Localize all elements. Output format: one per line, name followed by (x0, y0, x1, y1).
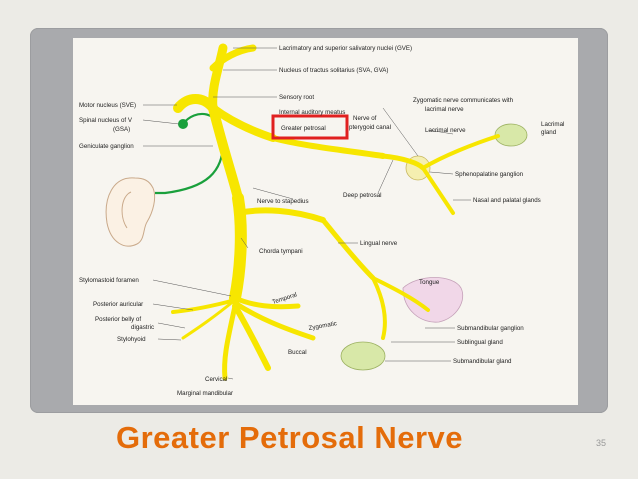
label-nerve-of-pterygoid-2: pterygoid canal (349, 124, 391, 131)
label-zygomatic-communicates-2: lacrimal nerve (425, 106, 464, 113)
greater-petrosal-highlight-box (271, 114, 349, 140)
label-lacrimal-gland-2: gland (541, 129, 557, 136)
slide-title: Greater Petrosal Nerve (116, 420, 464, 455)
tongue-shape (402, 277, 464, 323)
label-sublingual-gland: Sublingual gland (457, 339, 503, 346)
label-submandibular-ganglion: Submandibular ganglion (457, 325, 524, 332)
label-motor-nucleus: Motor nucleus (SVE) (79, 102, 136, 109)
diagram-labels: Lacrimatory and superior salivatory nucl… (79, 45, 564, 397)
leader-lines (142, 47, 471, 380)
motor-nucleus-dot (178, 119, 188, 129)
diagram-svg: Lacrimatory and superior salivatory nucl… (79, 43, 564, 397)
label-posterior-auricular: Posterior auricular (93, 301, 143, 308)
label-deep-petrosal: Deep petrosal (343, 192, 382, 199)
label-posterior-belly-2: digastric (131, 324, 154, 331)
glands (340, 123, 528, 371)
submandibular-gland-shape (340, 341, 386, 371)
label-cervical: Cervical (205, 376, 227, 383)
facial-nerve-diagram: Lacrimatory and superior salivatory nucl… (73, 38, 578, 405)
label-zygomatic: Zygomatic (308, 320, 337, 332)
facial-nerve-trunk (171, 43, 500, 381)
label-lacrimal-gland-1: Lacrimal (541, 121, 564, 128)
label-posterior-belly-1: Posterior belly of (95, 316, 141, 323)
label-greater-petrosal: Greater petrosal (281, 125, 326, 132)
label-nerve-to-stapedius: Nerve to stapedius (257, 198, 309, 205)
label-submandibular-gland: Submandibular gland (453, 358, 512, 365)
label-spinal-nucleus-1: Spinal nucleus of V (79, 117, 133, 124)
ear-illustration (105, 177, 156, 247)
label-marginal-mandibular: Marginal mandibular (177, 390, 233, 397)
label-spinal-nucleus-2: (GSA) (113, 126, 130, 133)
label-tractus-solitarius: Nucleus of tractus solitarius (SVA, GVA) (279, 67, 388, 74)
label-tongue: Tongue (419, 279, 440, 286)
lacrimal-gland-shape (494, 123, 528, 147)
label-stylohyoid: Stylohyoid (117, 336, 146, 343)
label-lingual-nerve: Lingual nerve (360, 240, 398, 247)
label-zygomatic-communicates-1: Zygomatic nerve communicates with (413, 97, 514, 104)
label-buccal: Buccal (288, 349, 307, 356)
slide-number: 35 (596, 438, 607, 448)
label-temporal: Temporal (271, 291, 297, 306)
label-nasal-palatal-glands: Nasal and palatal glands (473, 197, 541, 204)
label-sphenopalatine-ganglion: Sphenopalatine ganglion (455, 171, 524, 178)
label-lacrimal-nerve: Lacrimal nerve (425, 127, 466, 134)
label-stylomastoid-foramen: Stylomastoid foramen (79, 277, 139, 284)
label-nerve-of-pterygoid-1: Nerve of (353, 115, 377, 122)
label-internal-auditory-meatus: Internal auditory meatus (279, 109, 345, 116)
label-sensory-root: Sensory root (279, 94, 314, 101)
label-chorda-tympani: Chorda tympani (259, 248, 303, 255)
label-geniculate-ganglion: Geniculate ganglion (79, 143, 134, 150)
label-lacrimatory-nuclei: Lacrimatory and superior salivatory nucl… (279, 45, 412, 52)
